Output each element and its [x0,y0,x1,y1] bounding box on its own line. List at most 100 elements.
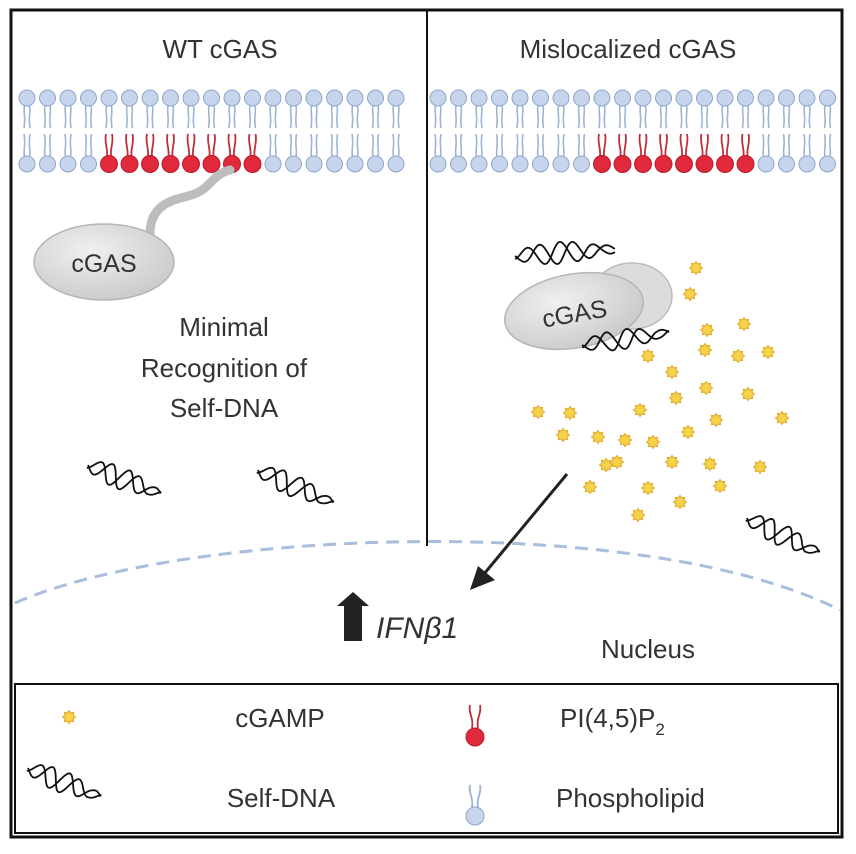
bound-dna-top [514,240,616,266]
phospholipid-outer [696,89,713,129]
phospholipid-inner [470,133,488,173]
bound-dna-bottom [581,327,670,352]
cgamp-molecule [698,380,714,396]
pip2-lipid [634,133,652,173]
phospholipid-outer [614,89,631,129]
cgamp-molecule [680,424,696,440]
pip2-lipid [695,133,714,173]
caption-line-1: Minimal [179,312,269,342]
phospholipid-inner [511,133,529,173]
cgamp-molecule [630,507,646,523]
self-dna-left-1 [86,461,162,496]
legend-pip2-label: PI(4,5)P2 [560,703,665,739]
caption-line-2: Recognition of [141,353,308,383]
phospholipid-inner [757,133,775,173]
phospholipid-inner [285,133,302,173]
cgamp-molecule [617,432,633,448]
pip2-lipid [654,133,673,173]
phospholipid-outer [532,89,549,129]
pip2-lipid [141,133,159,173]
phospholipid-inner [552,133,570,173]
legend-self-dna-icon [26,764,102,799]
dna-bound-layer [514,240,670,352]
cgamp-molecule [609,454,625,470]
cgamp-molecule [682,286,698,302]
phospholipid-outer [387,89,405,129]
phospholipid-outer [121,89,138,129]
right-panel-title: Mislocalized cGAS [520,34,737,64]
cgamp-molecule [664,454,680,470]
cgamp-molecule [697,342,713,358]
cgamp-molecule [668,390,684,406]
cgamp-molecule [702,456,718,472]
phospholipid-inner [59,133,77,173]
phospholipid-outer [593,89,611,129]
pip2-subscript: 2 [655,720,664,739]
pip2-lipid [716,133,734,173]
phospholipid-inner [532,133,549,173]
phospholipid-inner [778,133,795,173]
self-dna-right [745,515,821,554]
phospholipid-outer [429,89,447,129]
phospholipid-outer [141,89,159,129]
phospholipid-outer [450,89,467,129]
phospholipid-outer [223,89,241,129]
phospholipid-outer [182,89,200,129]
cgamp-molecule [736,316,752,332]
phospholipid-outer [819,89,836,129]
pip2-lipid [161,133,180,173]
legend-phospholipid-icon [465,784,485,826]
cgamp-molecule [640,480,656,496]
caption-line-3: Self-DNA [170,393,279,423]
phospholipid-outer [798,89,816,129]
phospholipid-inner [429,133,447,173]
cgamp-cloud [530,260,790,523]
phospholipid-inner [346,133,364,173]
phospholipid-outer [573,89,590,129]
cgamp-molecule [590,429,606,445]
phospholipid-outer [203,89,220,129]
pip2-lipid [202,133,221,173]
legend-cgamp-label: cGAMP [235,703,325,733]
membrane-left [18,89,405,173]
cgamp-molecule [699,322,715,338]
cgamp-molecule [645,434,661,450]
phospholipid-outer [470,89,488,129]
phospholipid-outer [39,89,56,129]
pip2-lipid [613,133,632,173]
phospholipid-inner [819,133,836,173]
nucleus-label: Nucleus [601,634,695,664]
phospholipid-outer [80,89,97,129]
cgas-enzyme-left: cGAS [33,223,175,301]
phospholipid-outer [305,89,323,129]
membrane-right [429,89,836,173]
cgamp-molecule [632,402,648,418]
cgamp-molecule [688,260,704,276]
cgamp-molecule [664,364,680,380]
phospholipid-inner [39,133,56,173]
phospholipid-outer [716,89,734,129]
dna-layer [86,461,821,554]
phospholipid-inner [450,133,467,173]
legend-self-dna-label: Self-DNA [227,783,336,813]
phospholipid-inner [264,133,282,173]
phospholipid-inner [491,133,508,173]
phospholipid-inner [367,133,384,173]
phospholipid-inner [798,133,816,173]
phospholipid-inner [18,133,36,173]
phospholipid-outer [100,89,118,129]
phospholipid-inner [573,133,590,173]
cgamp-molecule [708,412,724,428]
phospholipid-outer [511,89,529,129]
ifn-upregulation: IFNβ1 [337,592,458,645]
cgamp-molecule [752,459,768,475]
phospholipid-inner [80,133,97,173]
self-dna-left-2 [256,466,335,505]
pip2-lipid [100,133,118,173]
phospholipid-outer [162,89,179,129]
phospholipid-outer [326,89,343,129]
legend-cgamp-icon [61,709,77,725]
left-panel-title: WT cGAS [162,34,277,64]
phospholipid-outer [18,89,36,129]
